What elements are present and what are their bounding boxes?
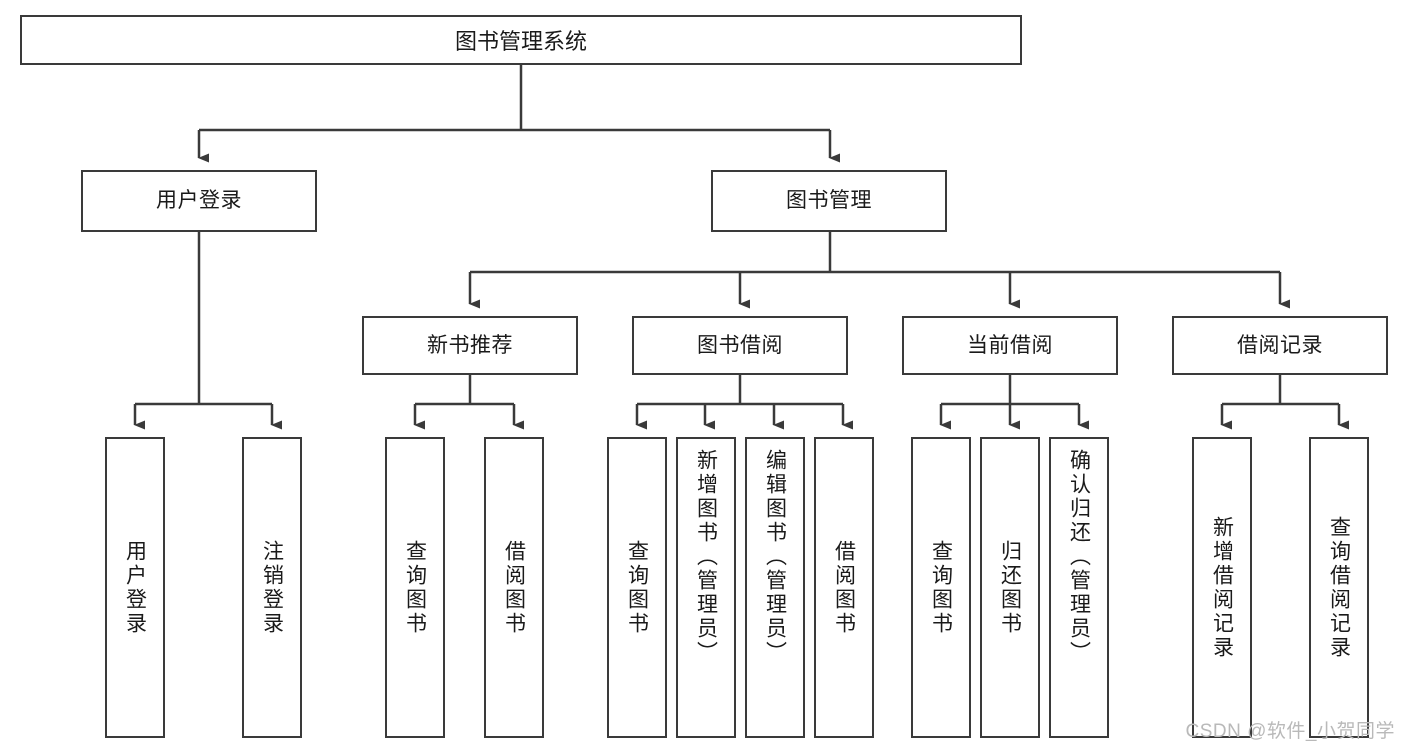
leaf-user-login-login-label: 用户登录: [123, 539, 147, 636]
leaf-book-borrow-add[interactable]: 新增图书（管理员）: [676, 437, 736, 738]
leaf-user-login-logout[interactable]: 注销登录: [242, 437, 302, 738]
node-user-login-label: 用户登录: [156, 189, 242, 213]
leaf-text-wrap: 编辑图书（管理员）: [747, 449, 803, 726]
node-book-borrow[interactable]: 图书借阅: [632, 316, 848, 375]
leaf-current-borrow-confirm-label: 确认归还（管理员）: [1067, 449, 1091, 665]
leaf-text-wrap: 查询图书: [913, 449, 969, 726]
leaf-current-borrow-query-label: 查询图书: [929, 539, 953, 636]
node-borrow-record[interactable]: 借阅记录: [1172, 316, 1388, 375]
node-root-label: 图书管理系统: [454, 29, 587, 54]
node-book-management-label: 图书管理: [786, 189, 872, 213]
node-book-borrow-label: 图书借阅: [697, 333, 783, 357]
node-current-borrow[interactable]: 当前借阅: [902, 316, 1118, 375]
leaf-borrow-record-query[interactable]: 查询借阅记录: [1309, 437, 1369, 738]
leaf-text-wrap: 新增图书（管理员）: [678, 449, 734, 726]
leaf-text-wrap: 借阅图书: [816, 449, 872, 726]
leaf-new-book-borrow-label: 借阅图书: [502, 539, 526, 636]
leaf-book-borrow-borrow-label: 借阅图书: [832, 539, 856, 636]
leaf-text-wrap: 确认归还（管理员）: [1051, 449, 1107, 726]
leaf-book-borrow-add-label: 新增图书（管理员）: [694, 449, 718, 665]
leaf-book-borrow-edit[interactable]: 编辑图书（管理员）: [745, 437, 805, 738]
leaf-current-borrow-return[interactable]: 归还图书: [980, 437, 1040, 738]
node-current-borrow-label: 当前借阅: [967, 333, 1053, 357]
leaf-current-borrow-query[interactable]: 查询图书: [911, 437, 971, 738]
leaf-text-wrap: 注销登录: [244, 449, 300, 726]
leaf-borrow-record-query-label: 查询借阅记录: [1327, 515, 1351, 660]
leaf-new-book-query-label: 查询图书: [403, 539, 427, 636]
node-new-book-recommend[interactable]: 新书推荐: [362, 316, 578, 375]
node-new-book-recommend-label: 新书推荐: [427, 333, 513, 357]
leaf-borrow-record-add[interactable]: 新增借阅记录: [1192, 437, 1252, 738]
leaf-text-wrap: 查询图书: [609, 449, 665, 726]
leaf-text-wrap: 新增借阅记录: [1194, 449, 1250, 726]
leaf-text-wrap: 借阅图书: [486, 449, 542, 726]
leaf-text-wrap: 查询图书: [387, 449, 443, 726]
leaf-new-book-query[interactable]: 查询图书: [385, 437, 445, 738]
leaf-text-wrap: 归还图书: [982, 449, 1038, 726]
leaf-user-login-login[interactable]: 用户登录: [105, 437, 165, 738]
leaf-text-wrap: 查询借阅记录: [1311, 449, 1367, 726]
leaf-borrow-record-add-label: 新增借阅记录: [1210, 515, 1234, 660]
leaf-book-borrow-edit-label: 编辑图书（管理员）: [763, 449, 787, 665]
node-book-management[interactable]: 图书管理: [711, 170, 947, 232]
leaf-book-borrow-query-label: 查询图书: [625, 539, 649, 636]
leaf-book-borrow-borrow[interactable]: 借阅图书: [814, 437, 874, 738]
node-root[interactable]: 图书管理系统: [20, 15, 1022, 65]
leaf-current-borrow-return-label: 归还图书: [998, 539, 1022, 636]
node-borrow-record-label: 借阅记录: [1237, 333, 1323, 357]
leaf-new-book-borrow[interactable]: 借阅图书: [484, 437, 544, 738]
leaf-book-borrow-query[interactable]: 查询图书: [607, 437, 667, 738]
leaf-user-login-logout-label: 注销登录: [260, 539, 284, 636]
leaf-text-wrap: 用户登录: [107, 449, 163, 726]
node-user-login[interactable]: 用户登录: [81, 170, 317, 232]
watermark: CSDN @软件_小贺同学: [1185, 721, 1395, 742]
leaf-current-borrow-confirm[interactable]: 确认归还（管理员）: [1049, 437, 1109, 738]
